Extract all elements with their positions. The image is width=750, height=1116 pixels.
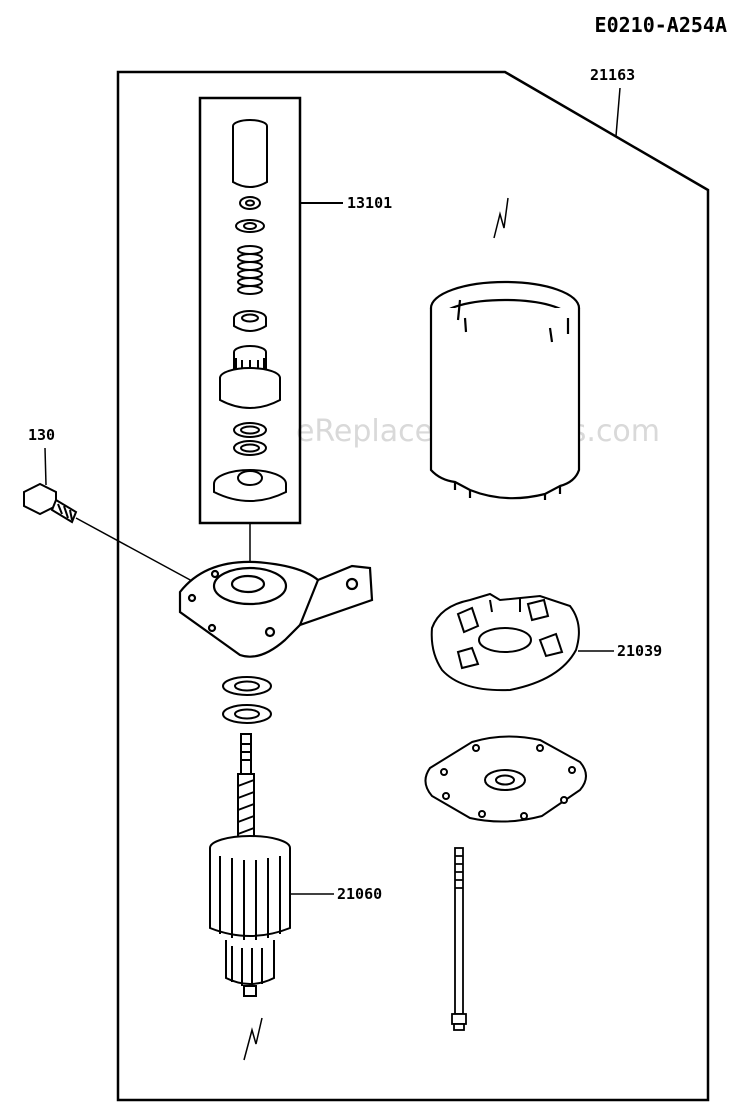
drive-end-bracket-part — [178, 560, 374, 658]
break-marker-top — [493, 197, 509, 239]
label-13101[interactable]: 13101 — [347, 194, 392, 212]
label-130[interactable]: 130 — [28, 426, 55, 444]
leader-21163 — [615, 87, 621, 137]
bracket-washers — [222, 676, 272, 724]
end-plate-part — [424, 735, 587, 823]
break-marker-bottom — [243, 1017, 263, 1061]
leader-130 — [44, 447, 47, 486]
label-21060[interactable]: 21060 — [337, 885, 382, 903]
armature-part — [209, 733, 291, 997]
drive-parts — [213, 119, 287, 502]
diagram-code: E0210-A254A — [595, 13, 727, 37]
assembly-line-bolt — [75, 517, 206, 589]
assembly-border — [116, 70, 710, 1102]
bolt-part — [23, 482, 78, 524]
brush-holder-part — [430, 592, 580, 692]
pinion-gear-part — [219, 345, 281, 409]
spring-part — [237, 245, 263, 295]
label-21039[interactable]: 21039 — [617, 642, 662, 660]
yoke-housing-part — [429, 280, 581, 500]
label-21163[interactable]: 21163 — [590, 66, 635, 84]
through-bolt-part — [451, 847, 467, 1031]
